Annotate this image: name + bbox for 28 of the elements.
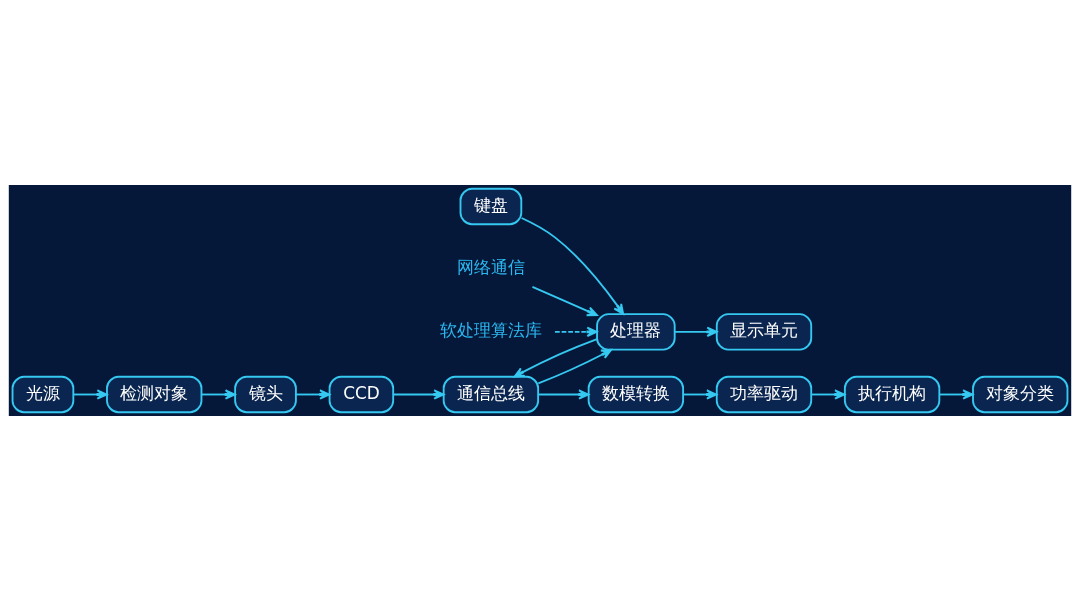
node-box: 镜头: [234, 375, 297, 413]
node-box: 显示单元: [715, 312, 813, 351]
arrow: [72, 388, 108, 400]
arrow: [554, 326, 598, 337]
arrow: [531, 285, 598, 316]
arrow: [682, 388, 718, 400]
node-box: 执行机构: [843, 375, 941, 413]
node-box: 数模转换: [587, 375, 685, 413]
node-box: 光源: [11, 375, 75, 413]
node-box: 处理器: [596, 312, 676, 351]
arrow: [537, 348, 613, 384]
arrow: [938, 388, 974, 400]
node-box: 对象分类: [972, 375, 1069, 413]
node-box: CCD: [328, 375, 395, 413]
node-text: 软处理算法库: [439, 320, 542, 340]
arrow: [537, 388, 590, 400]
node-text: 网络通信: [456, 257, 525, 277]
node-box: 功率驱动: [715, 375, 813, 413]
arrow: [810, 388, 846, 400]
arrow: [295, 388, 331, 400]
arrow: [673, 326, 718, 337]
node-box: 检测对象: [106, 375, 203, 413]
arrow: [200, 388, 236, 400]
arrow: [520, 216, 625, 315]
arrow: [513, 337, 598, 378]
node-box: 通信总线: [442, 375, 540, 413]
arrow: [392, 388, 445, 400]
node-box: 键盘: [459, 187, 523, 225]
